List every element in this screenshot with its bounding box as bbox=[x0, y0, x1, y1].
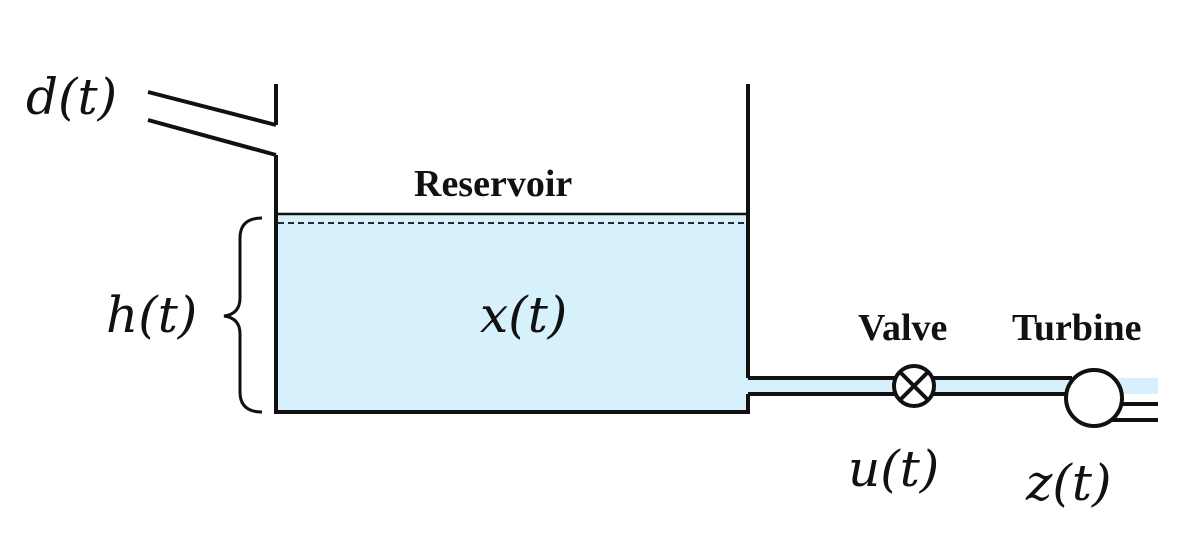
valve-signal-label: u(t) bbox=[848, 440, 939, 498]
turbine-label: Turbine bbox=[1012, 307, 1142, 349]
pipe-water bbox=[748, 378, 1158, 394]
inflow-chute-bottom bbox=[147, 118, 277, 157]
inflow-chute-top bbox=[147, 90, 277, 127]
height-label: h(t) bbox=[106, 286, 197, 344]
turbine-circle-icon bbox=[1064, 368, 1124, 428]
height-brace bbox=[223, 216, 263, 414]
valve-label: Valve bbox=[858, 307, 947, 349]
reservoir-water bbox=[276, 214, 748, 412]
inflow-label: d(t) bbox=[26, 68, 117, 126]
valve-cross-icon bbox=[892, 364, 936, 408]
reservoir-walls bbox=[274, 155, 750, 414]
reservoir-label: Reservoir bbox=[414, 163, 572, 205]
turbine-signal-label: z(t) bbox=[1025, 454, 1111, 512]
state-label: x(t) bbox=[480, 286, 567, 344]
